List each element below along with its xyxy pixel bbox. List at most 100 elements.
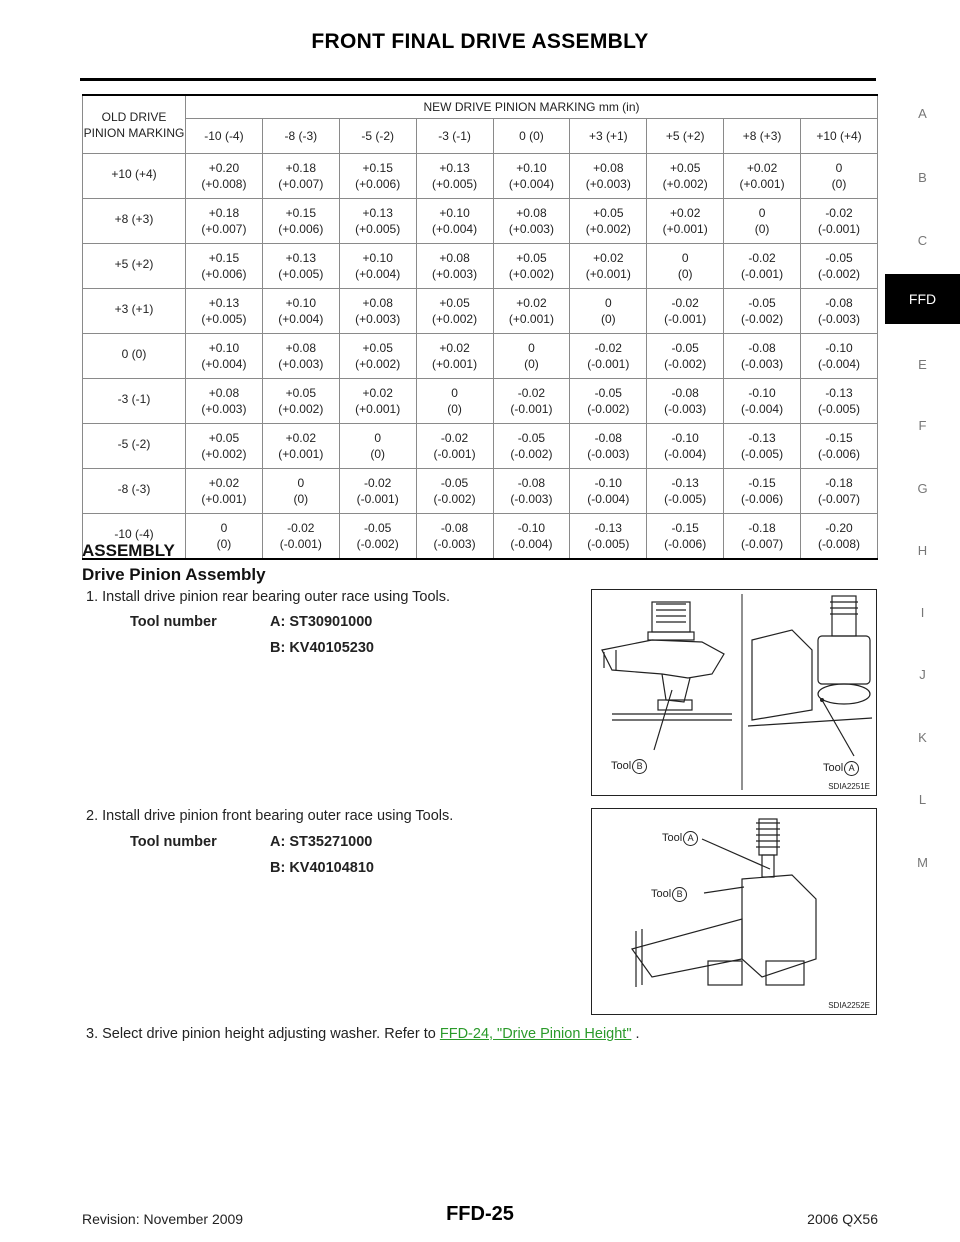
value-in: (+0.007) [201, 222, 247, 236]
value-mm: -0.05 [825, 251, 853, 265]
row-header: +3 (+1) [82, 288, 186, 334]
value-mm: -0.05 [671, 341, 699, 355]
column-header: +3 (+1) [569, 118, 648, 154]
value-mm: +0.10 [439, 206, 470, 220]
value-in: (+0.003) [508, 222, 554, 236]
table-cell: 0(0) [800, 153, 878, 199]
table-cell: +0.02(+0.001) [261, 423, 340, 469]
table-cell: -0.02(-0.001) [723, 243, 801, 289]
value-mm: -0.05 [364, 521, 392, 535]
value-in: (+0.008) [201, 177, 247, 191]
value-mm: 0 [451, 386, 458, 400]
pinion-marking-table: OLD DRIVE PINION MARKING NEW DRIVE PINIO… [82, 94, 878, 560]
table-cell: -0.05(-0.002) [415, 468, 494, 514]
row-header: +5 (+2) [82, 243, 186, 289]
value-in: (-0.001) [356, 492, 399, 506]
new-marking-header: NEW DRIVE PINION MARKING mm (in) [185, 94, 878, 119]
side-tab-b[interactable]: B [918, 170, 927, 185]
tool-b-number: B: KV40105230 [270, 640, 374, 656]
side-tab-ffd[interactable]: FFD [885, 274, 960, 324]
value-mm: +0.08 [516, 206, 547, 220]
value-in: (+0.001) [662, 222, 708, 236]
table-cell: -0.10(-0.004) [646, 423, 725, 469]
value-mm: +0.02 [516, 296, 547, 310]
table-cell: -0.05(-0.002) [492, 423, 571, 469]
drive-pinion-height-link[interactable]: FFD-24, "Drive Pinion Height" [439, 1026, 632, 1042]
value-in: (+0.004) [432, 222, 478, 236]
value-in: (-0.005) [664, 492, 707, 506]
table-row: -8 (-3)+0.02(+0.001)0(0)-0.02(-0.001)-0.… [82, 468, 878, 514]
side-tab-h[interactable]: H [917, 543, 928, 558]
table-cell: +0.08(+0.003) [415, 243, 494, 289]
tool-number-label: Tool number [130, 834, 217, 850]
page-number: FFD-25 [446, 1203, 514, 1225]
table-row: 0 (0)+0.10(+0.004)+0.08(+0.003)+0.05(+0.… [82, 333, 878, 379]
table-cell: +0.10(+0.004) [338, 243, 417, 289]
value-in: (0) [831, 177, 847, 191]
value-mm: +0.02 [670, 206, 701, 220]
table-cell: -0.05(-0.002) [800, 243, 878, 289]
old-marking-header: OLD DRIVE PINION MARKING [82, 94, 186, 154]
step-3-suffix: . [631, 1026, 640, 1042]
column-header: -5 (-2) [338, 118, 417, 154]
value-in: (-0.001) [433, 447, 476, 461]
side-tab-a[interactable]: A [918, 106, 927, 121]
table-row: +5 (+2)+0.15(+0.006)+0.13(+0.005)+0.10(+… [82, 243, 878, 289]
side-tab-c[interactable]: C [917, 233, 928, 248]
value-in: (-0.001) [510, 402, 553, 416]
value-in: (-0.001) [587, 357, 630, 371]
value-mm: +0.08 [208, 386, 240, 400]
row-header: +8 (+3) [82, 198, 186, 244]
side-tab-l[interactable]: L [918, 792, 927, 807]
value-mm: +0.10 [285, 296, 316, 310]
value-in: (-0.004) [587, 492, 630, 506]
side-tab-i[interactable]: I [920, 605, 925, 620]
column-header: +5 (+2) [646, 118, 725, 154]
table-cell: +0.02 (+0.001) [646, 198, 725, 244]
row-header: +10 (+4) [82, 153, 186, 199]
table-cell: +0.13(+0.005) [338, 198, 417, 244]
value-mm: -0.02 [825, 206, 853, 220]
table-cell: +0.18(+0.007) [261, 153, 340, 199]
side-tab-e[interactable]: E [918, 357, 927, 372]
value-in: (+0.001) [508, 312, 554, 326]
value-mm: +0.05 [362, 341, 393, 355]
value-in: (-0.001) [279, 537, 322, 551]
value-in: (+0.002) [278, 402, 324, 416]
page-title: FRONT FINAL DRIVE ASSEMBLY [311, 30, 649, 53]
table-cell: +0.02(+0.001) [415, 333, 494, 379]
row-header: -3 (-1) [82, 378, 186, 424]
side-tab-j[interactable]: J [919, 667, 926, 682]
table-cell: -0.10(-0.004) [723, 378, 801, 424]
column-header: -10 (-4) [185, 118, 263, 154]
table-cell: 0(0) [185, 513, 263, 560]
value-mm: +0.05 [285, 386, 316, 400]
value-mm: -0.05 [440, 476, 469, 490]
value-in: (+0.004) [355, 267, 401, 281]
value-in: (+0.002) [508, 267, 554, 281]
value-in: (-0.008) [817, 537, 861, 551]
side-tab-f[interactable]: F [918, 418, 927, 433]
table-cell: -0.13(-0.005) [800, 378, 878, 424]
value-mm: +0.13 [208, 296, 240, 310]
side-tab-k[interactable]: K [918, 730, 927, 745]
side-tab-g[interactable]: G [917, 481, 928, 496]
value-in: (-0.004) [741, 402, 784, 416]
value-in: (+0.006) [355, 177, 401, 191]
table-cell: +0.02(+0.001) [723, 153, 801, 199]
table-cell: +0.15(+0.006) [261, 198, 340, 244]
side-tab-m[interactable]: M [917, 855, 928, 870]
value-in: (0) [754, 222, 770, 236]
value-in: (-0.002) [587, 402, 630, 416]
value-in: (+0.005) [355, 222, 401, 236]
value-in: (+0.001) [278, 447, 324, 461]
value-mm: +0.05 [516, 251, 547, 265]
value-in: (-0.002) [356, 537, 399, 551]
value-in: (+0.001) [739, 177, 785, 191]
table-cell: -0.02(-0.001) [800, 198, 878, 244]
title-divider [80, 78, 876, 81]
table-cell: +0.02(+0.001) [338, 378, 417, 424]
value-mm: 0 [374, 431, 382, 445]
value-mm: -0.08 [671, 386, 699, 400]
